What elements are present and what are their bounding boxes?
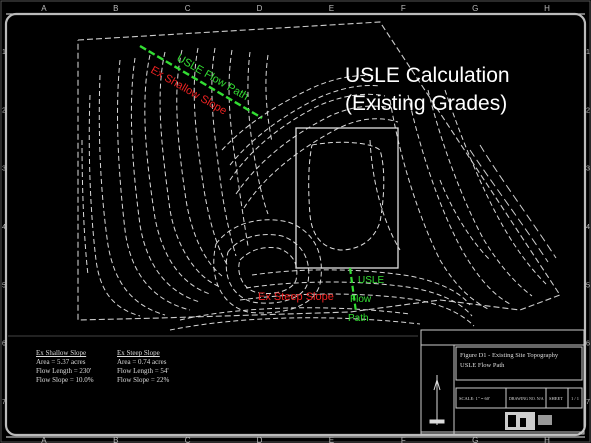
road-edges xyxy=(469,144,557,263)
calculation-title-line2: (Existing Grades) xyxy=(345,92,508,115)
grid-letter-top-e: E xyxy=(329,4,334,13)
ex-steep-slope-label: Ex Steep Slope xyxy=(258,291,334,303)
usle-flow-path-label-bottom-1: USLE xyxy=(358,275,384,286)
drawing-number: DRAWING NO. N/A xyxy=(509,396,544,401)
sheet-number: 1 / 1 xyxy=(571,396,579,401)
grid-number-left-6: 6 xyxy=(2,341,6,348)
shallow-slope-grade: Flow Slope = 10.0% xyxy=(36,376,94,384)
grid-number-right-7: 7 xyxy=(586,399,590,406)
grid-letter-top-a: A xyxy=(41,4,47,13)
grid-number-right-2: 2 xyxy=(586,107,590,114)
shallow-slope-heading: Ex Shallow Slope xyxy=(36,349,87,357)
grid-number-left-1: 1 xyxy=(2,49,6,56)
site-boundary xyxy=(77,21,561,321)
grid-numbers-right: 1 2 3 4 5 6 7 xyxy=(586,49,590,406)
grid-letter-bottom-a: A xyxy=(41,436,47,443)
shallow-slope-area: Area = 5.37 acres xyxy=(36,358,86,366)
grid-number-left-3: 3 xyxy=(2,166,6,173)
grid-letter-top-f: F xyxy=(401,4,406,13)
grid-number-right-5: 5 xyxy=(586,282,590,289)
usle-flow-path-line-top xyxy=(139,44,263,120)
north-arrow-icon xyxy=(429,375,445,425)
building-footprint xyxy=(295,127,399,269)
usle-flow-path-label-bottom-3: Path xyxy=(348,313,369,324)
scale-label: SCALE: 1" = 60' xyxy=(459,396,490,401)
usle-flow-path-label-bottom-2: Flow xyxy=(350,294,372,305)
figure-title: Figure D1 - Existing Site Topography xyxy=(460,352,559,359)
calculation-title: USLE Calculation (Existing Grades) xyxy=(345,62,575,118)
figure-subtitle: USLE Flow Path xyxy=(460,362,505,369)
grid-letter-bottom-b: B xyxy=(113,436,118,443)
steep-slope-area: Area = 0.74 acres xyxy=(117,358,167,366)
usle-flow-path-line-bottom xyxy=(348,267,358,313)
contour-lines xyxy=(81,47,547,331)
grid-letter-top-d: D xyxy=(257,4,263,13)
grid-numbers-left: 1 2 3 4 5 6 7 xyxy=(2,49,6,406)
grid-number-right-3: 3 xyxy=(586,166,590,173)
grid-number-right-4: 4 xyxy=(586,224,590,231)
grid-number-right-1: 1 xyxy=(586,49,590,56)
shallow-slope-notes: Ex Shallow Slope Area = 5.37 acres Flow … xyxy=(36,349,94,385)
grid-letters-top: A B C D E F G H xyxy=(41,4,550,13)
shallow-slope-length: Flow Length = 230' xyxy=(36,367,92,375)
steep-slope-grade: Flow Slope = 22% xyxy=(117,376,170,384)
grid-number-left-5: 5 xyxy=(2,282,6,289)
steep-slope-heading: Ex Steep Slope xyxy=(117,349,160,357)
title-block xyxy=(420,329,585,435)
calculation-title-line1: USLE Calculation xyxy=(345,64,510,87)
grid-number-left-4: 4 xyxy=(2,224,6,231)
grid-letter-bottom-g: G xyxy=(472,436,478,443)
grid-letter-top-b: B xyxy=(113,4,118,13)
sheet-label: SHEET xyxy=(549,396,563,401)
grid-letter-top-c: C xyxy=(185,4,191,13)
grid-letter-top-g: G xyxy=(472,4,478,13)
firm-logo-icon xyxy=(505,412,552,430)
steep-slope-notes: Ex Steep Slope Area = 0.74 acres Flow Le… xyxy=(117,349,169,385)
grid-letter-bottom-e: E xyxy=(329,436,334,443)
steep-slope-length: Flow Length = 54' xyxy=(117,367,169,375)
grid-number-right-6: 6 xyxy=(586,341,590,348)
grid-letter-top-h: H xyxy=(544,4,550,13)
grid-number-left-2: 2 xyxy=(2,107,6,114)
grid-letter-bottom-c: C xyxy=(185,436,191,443)
grid-letter-bottom-d: D xyxy=(257,436,263,443)
grid-letter-bottom-h: H xyxy=(544,436,550,443)
grid-letters-bottom: A B C D E F G H xyxy=(41,436,550,443)
grid-number-left-7: 7 xyxy=(2,399,6,406)
grid-letter-bottom-f: F xyxy=(401,436,406,443)
